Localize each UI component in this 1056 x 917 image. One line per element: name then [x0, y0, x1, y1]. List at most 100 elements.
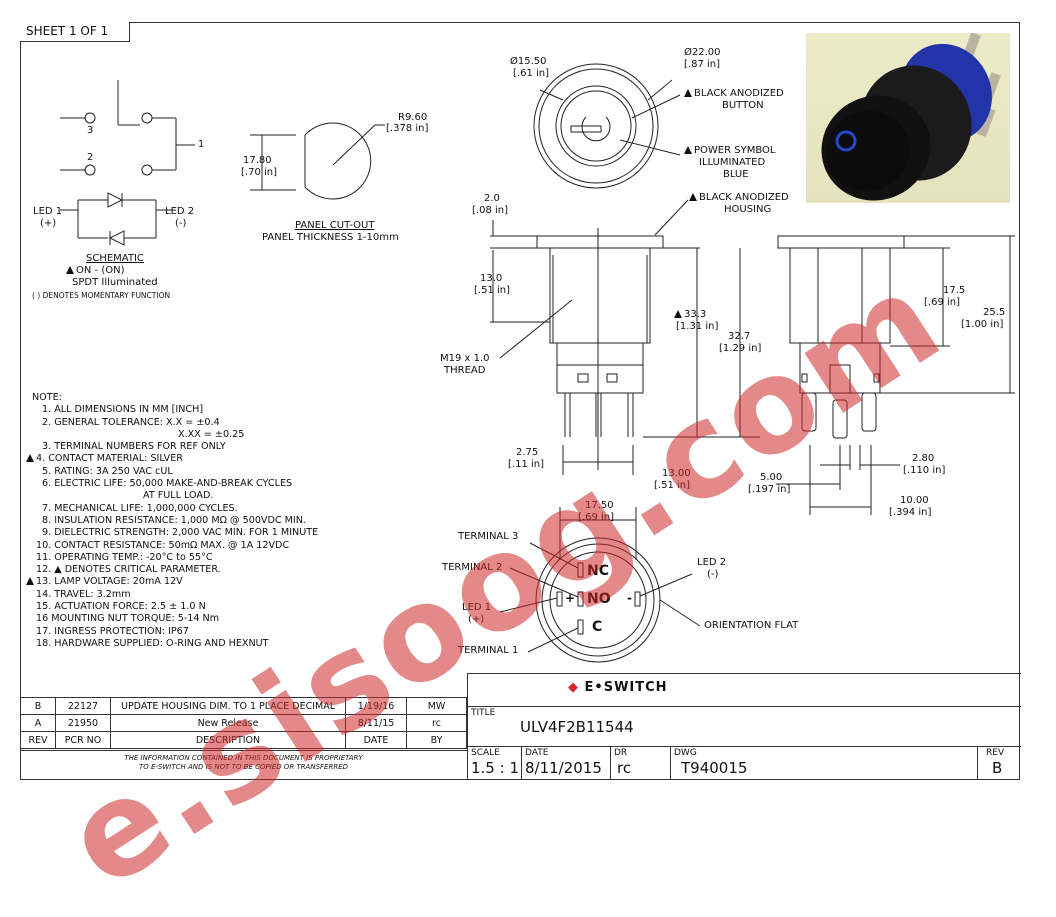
note-17: 17. INGRESS PROTECTION: IP67 [36, 625, 189, 637]
dim-17-5: 17.5 [943, 285, 966, 296]
revision-row: B 22127 UPDATE HOUSING DIM. TO 1 PLACE D… [20, 697, 467, 715]
proprietary-notice: THE INFORMATION CONTAINED IN THIS DOCUME… [20, 750, 467, 780]
dr-value: rc [617, 759, 632, 777]
date-cell: 8/11/15 [345, 714, 407, 732]
cutout-height-in: [.70 in] [241, 167, 278, 178]
cutout-height: 17.80 [243, 155, 272, 166]
dim-32-7: 32.7 [728, 331, 751, 342]
dr-cell: DR rc [611, 747, 671, 780]
bottom-led2: LED 2 [697, 557, 727, 568]
part-number: ULV4F2B11544 [520, 718, 634, 736]
dim-13-00: 13.00 [662, 468, 691, 479]
led1-sign: (+) [40, 218, 57, 229]
note-6b: AT FULL LOAD. [143, 490, 214, 502]
company-row: ◆ E•SWITCH [468, 673, 1021, 707]
scale-caption: SCALE [471, 748, 500, 758]
dwg-cell: DWG T940015 [671, 747, 978, 780]
front-d2: Ø22.00 [684, 47, 721, 58]
led2-label: LED 2 [165, 206, 195, 217]
dim-10-00: 10.00 [900, 495, 929, 506]
date-caption: DATE [525, 748, 549, 758]
scale-cell: SCALE 1.5 : 1 [468, 747, 522, 780]
cutout-radius-in: [.378 in] [386, 123, 429, 134]
dim-32-7-in: [1.29 in] [719, 343, 762, 354]
note-13: 13. LAMP VOLTAGE: 20mA 12V [36, 576, 183, 588]
title-caption: TITLE [471, 708, 496, 718]
callout-button-2: BUTTON [722, 100, 764, 111]
date-cell: DATE 8/11/2015 [522, 747, 611, 780]
cutout-title: PANEL CUT-OUT [295, 220, 375, 231]
dwg-caption: DWG [674, 748, 697, 758]
schematic-type: SPDT Illuminated [72, 277, 158, 288]
note-10: 10. CONTACT RESISTANCE: 50mΩ MAX. @ 1A 1… [36, 539, 290, 551]
note-14: 14. TRAVEL: 3.2mm [36, 588, 131, 600]
by-cell: MW [406, 697, 467, 715]
callout-power-3: BLUE [723, 169, 749, 180]
proprietary-line-2: TO E-SWITCH AND IS NOT TO BE COPIED OR T… [138, 763, 349, 771]
terminal-1-callout: TERMINAL 1 [458, 645, 519, 656]
dim-2-0-in: [.08 in] [472, 205, 509, 216]
note-16: 16 MOUNTING NUT TORQUE: 5-14 Nm [36, 613, 220, 625]
no-mark: NO [587, 591, 611, 607]
dim-13-0-in: [.51 in] [474, 285, 511, 296]
title-row: TITLE ULV4F2B11544 [468, 707, 1021, 747]
proprietary-line-1: THE INFORMATION CONTAINED IN THIS DOCUME… [124, 754, 363, 762]
dim-2-0: 2.0 [484, 193, 500, 204]
title-block: ◆ E•SWITCH TITLE ULV4F2B11544 SCALE 1.5 … [467, 673, 1021, 780]
nc-mark: NC [587, 563, 609, 579]
note-4: 4. CONTACT MATERIAL: SILVER [36, 453, 183, 465]
note-8: 8. INSULATION RESISTANCE: 1,000 MΩ @ 500… [42, 514, 306, 526]
front-d1: Ø15.50 [510, 56, 547, 67]
info-row: SCALE 1.5 : 1 DATE 8/11/2015 DR rc DWG T… [468, 747, 1021, 780]
company-logo: ◆ E•SWITCH [568, 680, 668, 695]
cutout-radius: R9.60 [398, 112, 428, 123]
dim-17-5-in: [.69 in] [924, 297, 961, 308]
schematic-note: ( ) DENOTES MOMENTARY FUNCTION [32, 291, 171, 300]
header-rev: REV [20, 731, 56, 749]
switch-photo-icon [821, 32, 1001, 201]
cutout-thickness: PANEL THICKNESS 1-10mm [262, 232, 399, 243]
schematic-title: SCHEMATIC [86, 253, 144, 264]
revision-row: A 21950 New Release 8/11/15 rc [20, 714, 467, 732]
dim-5-00: 5.00 [760, 472, 783, 483]
critical-triangle-icon [66, 266, 74, 274]
rev-cell: REV B [978, 747, 1021, 780]
note-heading: NOTE: [32, 392, 62, 403]
technical-drawing [60, 63, 1015, 663]
pcr-cell: 21950 [55, 714, 111, 732]
bottom-led1: LED 1 [462, 602, 492, 613]
header-by: BY [406, 731, 467, 749]
note-11: 11. OPERATING TEMP.: -20°C to 55°C [36, 551, 213, 563]
revision-header-row: REV PCR NO DESCRIPTION DATE BY [20, 731, 467, 749]
note-9: 9. DIELECTRIC STRENGTH: 2,000 VAC MIN. F… [42, 527, 319, 539]
thread-label-1: M19 x 1.0 [440, 353, 490, 364]
callout-power-1: POWER SYMBOL [694, 145, 776, 156]
dim-5-00-in: [.197 in] [748, 484, 791, 495]
rev-value: B [992, 759, 1003, 777]
note-18: 18. HARDWARE SUPPLIED: O-RING AND HEXNUT [36, 637, 269, 649]
by-cell: rc [406, 714, 467, 732]
front-d1-in: [.61 in] [513, 68, 550, 79]
critical-triangle-icon [26, 577, 34, 586]
terminal-3-label: 3 [87, 125, 94, 136]
header-description: DESCRIPTION [110, 731, 346, 749]
critical-triangle-icon [689, 193, 697, 201]
dim-13-0: 13.0 [480, 273, 503, 284]
schematic-mode: ON - (ON) [76, 265, 125, 276]
dim-2-75: 2.75 [516, 447, 539, 458]
note-1: 1. ALL DIMENSIONS IN MM [INCH] [42, 404, 204, 416]
bottom-led2-sign: (-) [707, 569, 719, 580]
date-value: 8/11/2015 [525, 759, 602, 777]
note-12: 12. ▲ DENOTES CRITICAL PARAMETER. [36, 564, 221, 576]
callout-power-2: ILLUMINATED [699, 157, 766, 168]
dim-2-80: 2.80 [912, 453, 935, 464]
eswitch-logo-icon: ◆ [568, 680, 579, 695]
bottom-led1-sign: (+) [468, 614, 485, 625]
note-7: 7. MECHANICAL LIFE: 1,000,000 CYCLES. [42, 502, 238, 514]
rev-cell: B [20, 697, 56, 715]
critical-triangle-icon [26, 454, 34, 463]
thread-label-2: THREAD [444, 365, 486, 376]
company-name: E•SWITCH [584, 680, 668, 695]
notes-block: NOTE: 1. ALL DIMENSIONS IN MM [INCH] 2. … [26, 392, 319, 650]
terminal-1-label: 1 [198, 139, 205, 150]
